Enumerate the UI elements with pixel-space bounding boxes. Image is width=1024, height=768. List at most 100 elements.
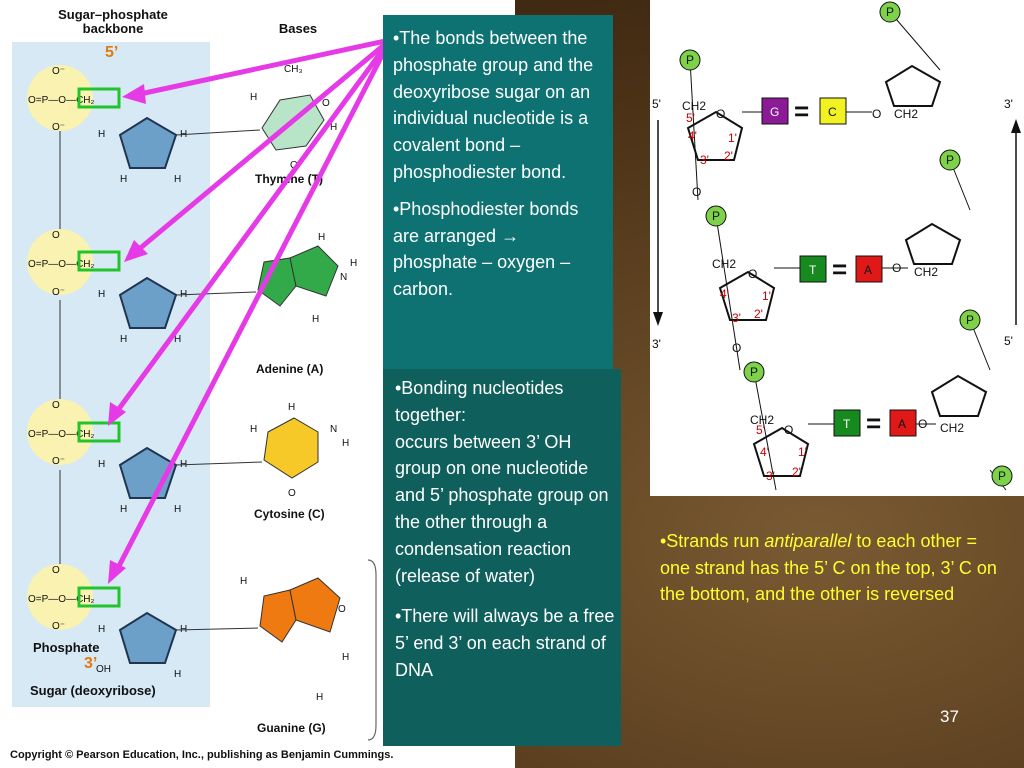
svg-text:H: H: [318, 232, 325, 243]
phosphodiester-info-box: •The bonds between the phosphate group a…: [383, 15, 613, 369]
bonding-info-box: •Bonding nucleotides together: occurs be…: [383, 369, 621, 746]
svg-text:H: H: [250, 92, 257, 103]
phosphate-label: Phosphate: [33, 640, 100, 655]
svg-text:H: H: [174, 669, 181, 680]
svg-text:CH₃: CH₃: [284, 64, 303, 75]
phosphate-circle: [27, 65, 93, 131]
bonding-body: occurs between 3’ OH group on one nucleo…: [395, 431, 609, 586]
bond-arrows: [108, 37, 393, 584]
svg-text:H: H: [312, 314, 319, 325]
svg-text:P: P: [886, 5, 894, 19]
svg-text:1': 1': [762, 289, 771, 303]
svg-text:N: N: [330, 424, 337, 435]
antiparallel-strands-figure: 5' 3' 3' 5' P CH2 O 5' 4' 1' 3' 2': [650, 0, 1024, 496]
antiparallel-prefix: •Strands run: [660, 531, 765, 551]
svg-text:O⁻: O⁻: [52, 122, 65, 133]
svg-text:N: N: [340, 272, 347, 283]
svg-text:2': 2': [754, 307, 763, 321]
sugar-ring: [118, 116, 178, 169]
arrangement-paragraph: •Phosphodiester bonds are arranged → pho…: [393, 198, 579, 300]
svg-text:=: =: [832, 254, 847, 284]
svg-text:H: H: [330, 122, 337, 133]
bases-header: Bases: [278, 21, 318, 36]
svg-text:H: H: [120, 504, 127, 515]
page-number: 37: [940, 707, 959, 726]
svg-text:O: O: [52, 230, 60, 241]
adenine-label: Adenine (A): [256, 362, 324, 376]
svg-text:H: H: [174, 174, 181, 185]
svg-text:O: O: [338, 604, 346, 615]
svg-text:H: H: [98, 459, 105, 470]
svg-text:O: O: [692, 185, 701, 199]
svg-text:5': 5': [756, 423, 765, 437]
svg-text:O: O: [872, 107, 881, 121]
svg-text:CH2: CH2: [914, 265, 938, 279]
svg-text:H: H: [342, 652, 349, 663]
bonding-title: •Bonding nucleotides together:: [395, 378, 564, 425]
svg-text:2': 2': [724, 149, 733, 163]
svg-text:H: H: [316, 692, 323, 703]
svg-text:4': 4': [688, 129, 697, 143]
svg-text:H: H: [120, 174, 127, 185]
svg-text:3': 3': [766, 469, 775, 483]
svg-text:P: P: [966, 313, 974, 327]
svg-text:A: A: [864, 263, 872, 277]
svg-text:=: =: [866, 408, 881, 438]
svg-text:O: O: [716, 107, 725, 121]
svg-text:OH: OH: [96, 664, 111, 675]
svg-text:5': 5': [686, 111, 695, 125]
cytosine-label: Cytosine (C): [254, 507, 325, 521]
svg-text:H: H: [350, 258, 357, 269]
three-prime-label: 3’: [84, 655, 98, 672]
svg-text:P: P: [712, 209, 720, 223]
five-prime-label: 5’: [105, 44, 119, 61]
svg-text:P: P: [750, 365, 758, 379]
svg-text:O: O: [288, 488, 296, 499]
copyright-notice: Copyright © Pearson Education, Inc., pub…: [10, 749, 394, 761]
svg-text:P: P: [998, 469, 1006, 483]
svg-text:H: H: [288, 402, 295, 413]
svg-text:O=P—O—CH₂: O=P—O—CH₂: [28, 429, 95, 440]
sugar-label: Sugar (deoxyribose): [30, 683, 156, 698]
base-pair-1: G = C: [742, 96, 872, 126]
svg-text:T: T: [843, 417, 851, 431]
svg-text:O⁻: O⁻: [52, 456, 65, 467]
svg-text:3': 3': [700, 153, 709, 167]
svg-text:O: O: [748, 267, 757, 281]
bond-paragraph: •The bonds between the phosphate group a…: [393, 28, 594, 182]
base-pair-3: T = A: [808, 408, 936, 438]
left-bottom-label: 3': [652, 337, 661, 351]
svg-text:O=P—O—CH₂: O=P—O—CH₂: [28, 594, 95, 605]
base-t: [799, 255, 827, 283]
svg-text:1': 1': [798, 445, 807, 459]
svg-text:C: C: [828, 105, 837, 119]
left-top-label: 5': [652, 97, 661, 111]
svg-text:O: O: [784, 423, 793, 437]
svg-text:G: G: [770, 105, 779, 119]
left-strand: P CH2 O 5' 4' 1' 3' 2' O P CH2 O 4' 1' 3…: [679, 49, 810, 491]
strands-diagram: 5' 3' 3' 5' P CH2 O 5' 4' 1' 3' 2': [652, 1, 1021, 491]
right-bottom-label: 5': [1004, 334, 1013, 348]
svg-text:O: O: [290, 160, 298, 171]
svg-text:CH2: CH2: [682, 99, 706, 113]
svg-text:H: H: [120, 334, 127, 345]
svg-text:4': 4': [760, 445, 769, 459]
svg-text:P: P: [946, 153, 954, 167]
svg-text:4': 4': [720, 287, 729, 301]
base-g: [761, 97, 789, 125]
backbone-header: Sugar–phosphate backbone: [58, 7, 168, 36]
svg-text:O: O: [52, 400, 60, 411]
svg-text:T: T: [809, 263, 817, 277]
svg-text:H: H: [174, 504, 181, 515]
base-a: [855, 255, 883, 283]
guanine-label: Guanine (G): [257, 721, 326, 735]
bond-box: [77, 87, 121, 109]
antiparallel-italic: antiparallel: [764, 531, 852, 551]
svg-text:O=P—O—CH₂: O=P—O—CH₂: [28, 259, 95, 270]
svg-text:O: O: [52, 565, 60, 576]
svg-text:H: H: [174, 334, 181, 345]
free-end-paragraph: •There will always be a free 5’ end 3’ o…: [395, 606, 615, 680]
